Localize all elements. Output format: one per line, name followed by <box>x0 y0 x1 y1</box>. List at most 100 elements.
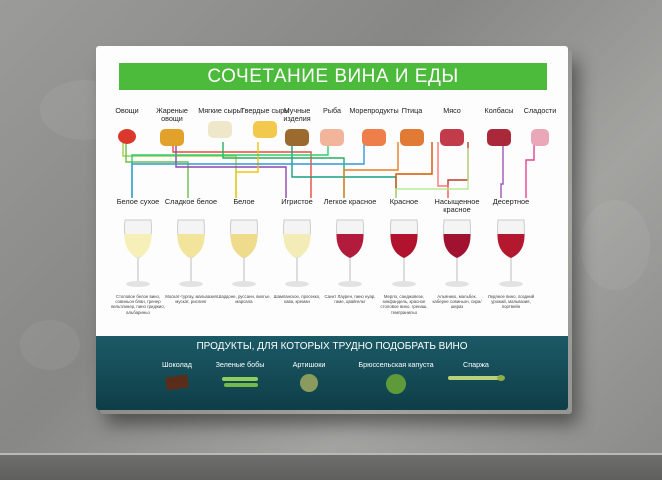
difficult-green-beans: Зеленые бобы <box>210 360 270 391</box>
wine-description: Санкт Лаурен, пино нуар, гаме, цвайгельт <box>324 294 376 305</box>
wine-dessert: Десертное Ледяное вино, поздний урожай, … <box>483 197 539 310</box>
wine-description: Москат-тургау, мальвазия мускат, рислинг <box>165 294 217 305</box>
food-label: Морепродукты <box>349 106 399 115</box>
food-label: Колбасы <box>484 106 514 115</box>
wine-description: Шардоне, руссанн, виогье, марсала <box>217 294 271 305</box>
wine-glass-icon <box>390 219 418 287</box>
wine-name: Сладкое белое <box>164 197 218 206</box>
pairing-line <box>343 142 399 198</box>
dessert-icon <box>531 129 549 146</box>
food-bakery: Мучные изделия <box>271 107 323 146</box>
pairing-line <box>525 142 535 198</box>
wine-sparkling: Игристое Шампанское, просекко, кава, кре… <box>269 197 325 305</box>
floor-edge <box>0 453 662 456</box>
food-fish: Рыба <box>306 107 358 146</box>
chocolate-icon <box>165 374 189 391</box>
wine-light-red: Легкое красное Санкт Лаурен, пино нуар, … <box>322 197 378 305</box>
pairing-lines <box>122 142 535 198</box>
difficult-foods-title: ПРОДУКТЫ, ДЛЯ КОТОРЫХ ТРУДНО ПОДОБРАТЬ В… <box>196 341 468 352</box>
wine-glass-icon <box>230 219 258 287</box>
wall-texture <box>20 320 80 370</box>
sausage-icon <box>487 129 511 146</box>
food-sausages: Колбасы <box>473 107 525 146</box>
food-meat: Мясо <box>426 107 478 146</box>
pairing-line <box>235 142 259 198</box>
food-label: Рыба <box>323 106 341 115</box>
food-label: Мягкие сыры <box>198 106 242 115</box>
wine-name: Белое сухое <box>116 197 160 206</box>
food-poultry: Птица <box>386 107 438 146</box>
wine-sweet-white: Сладкое белое Москат-тургау, мальвазия м… <box>163 197 219 305</box>
wine-glass-icon <box>124 219 152 287</box>
food-label: Твердые сыры <box>240 106 290 115</box>
difficult-label: Спаржа <box>463 360 489 369</box>
food-label: Птица <box>401 106 423 115</box>
wine-name: Легкое красное <box>323 197 377 206</box>
pairing-line <box>122 142 237 198</box>
food-seafood: Морепродукты <box>344 107 404 146</box>
pairing-line <box>131 142 329 198</box>
difficult-foods-panel <box>96 336 568 410</box>
brussels-sprouts-icon <box>386 374 406 394</box>
seafood-icon <box>362 129 386 146</box>
wine-name: Белое <box>233 197 255 206</box>
asparagus-icon <box>448 375 505 381</box>
food-grilled-vegetables: Жареные овощи <box>146 107 198 146</box>
poster-title: СОЧЕТАНИЕ ВИНА И ЕДЫ <box>119 63 547 90</box>
soft-cheese-icon <box>208 121 232 138</box>
wine-name: Десертное <box>492 197 530 206</box>
wine-name: Насыщенное красное <box>434 197 480 215</box>
wine-glass-icon <box>283 219 311 287</box>
poster: СОЧЕТАНИЕ ВИНА И ЕДЫ Овощи Жареные овощи… <box>96 46 568 410</box>
bread-icon <box>285 129 309 146</box>
food-soft-cheese: Мягкие сыры <box>194 107 246 138</box>
pairing-line <box>437 142 449 198</box>
difficult-label: Артишоки <box>292 360 326 369</box>
pairing-line <box>172 142 312 198</box>
hard-cheese-icon <box>253 121 277 138</box>
meat-icon <box>440 129 464 146</box>
difficult-brussels-sprouts: Брюссельская капуста <box>348 360 444 395</box>
food-label: Овощи <box>115 106 139 115</box>
wine-glass-icon <box>177 219 205 287</box>
food-sweets: Сладости <box>514 107 566 146</box>
food-label: Мясо <box>443 106 461 115</box>
floor <box>0 455 662 480</box>
food-label: Жареные овощи <box>156 106 188 123</box>
pairing-line <box>222 142 345 198</box>
pairing-line <box>395 148 469 198</box>
wall-texture <box>580 200 650 290</box>
pairing-line <box>131 142 365 198</box>
food-label: Мучные изделия <box>283 106 311 123</box>
pairing-line <box>125 142 189 198</box>
wine-glass-icon <box>443 219 471 287</box>
green-beans-icon <box>222 377 258 387</box>
pairing-line <box>500 142 504 198</box>
food-vegetables: Овощи <box>101 107 153 144</box>
artichoke-icon <box>300 374 318 392</box>
pairing-line <box>395 142 433 198</box>
food-label: Сладости <box>523 106 557 115</box>
pairing-line <box>175 142 287 198</box>
wine-name: Игристое <box>281 197 313 206</box>
difficult-label: Шоколад <box>161 360 193 369</box>
wine-description: Мерло, санджовезе, зинфандель, красное с… <box>380 294 428 315</box>
wine-rich-red: Насыщенное красное Альянико, мальбек, ка… <box>429 197 485 310</box>
wine-description: Столовое белое вино, совиньон блан, грен… <box>111 294 165 315</box>
difficult-artichoke: Артишоки <box>284 360 334 393</box>
wine-description: Альянико, мальбек, каберне совиньон, сир… <box>432 294 482 310</box>
difficult-label: Брюссельская капуста <box>358 360 434 369</box>
wine-red: Красное Мерло, санджовезе, зинфандель, к… <box>376 197 432 315</box>
wine-name: Красное <box>389 197 419 206</box>
tomato-icon <box>118 129 136 144</box>
wine-description: Шампанское, просекко, кава, креман <box>273 294 321 305</box>
food-hard-cheese: Твердые сыры <box>239 107 291 138</box>
wine-glass-icon <box>497 219 525 287</box>
fish-icon <box>320 129 344 146</box>
wine-dry-white: Белое сухое Столовое белое вино, совиньо… <box>110 197 166 315</box>
grilled-vegetables-icon <box>160 129 184 146</box>
difficult-chocolate: Шоколад <box>152 360 202 391</box>
difficult-label: Зеленые бобы <box>215 360 265 369</box>
wine-white: Белое Шардоне, руссанн, виогье, марсала <box>216 197 272 305</box>
wine-glass-icon <box>336 219 364 287</box>
